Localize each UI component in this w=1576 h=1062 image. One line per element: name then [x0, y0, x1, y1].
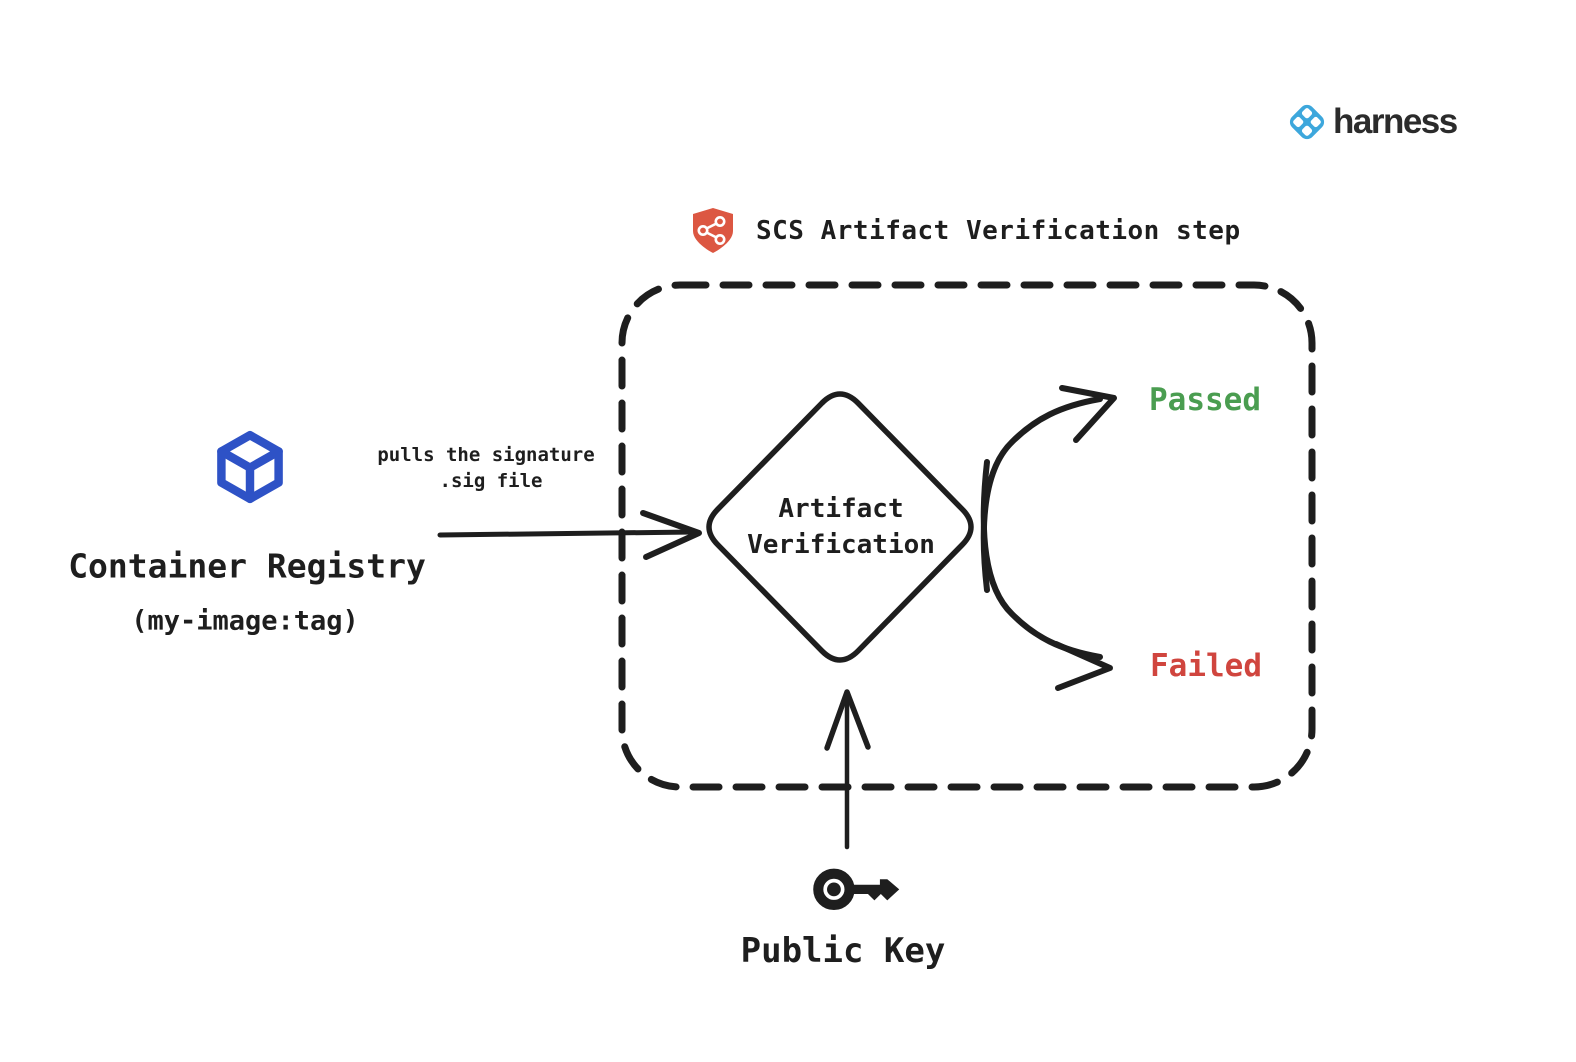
- decision-label-line1: Artifact: [778, 494, 904, 524]
- harness-logo: harness: [1286, 101, 1458, 143]
- artifact-verification-diamond: [706, 391, 974, 663]
- pull-signature-arrow: [437, 529, 697, 538]
- harness-wordmark: harness: [1333, 102, 1458, 141]
- outcome-passed-label: Passed: [1149, 382, 1261, 418]
- edge-label-line2: .sig file: [439, 470, 543, 492]
- edge-label-line1: pulls the signature: [377, 444, 595, 466]
- harness-logo-icon: [1289, 104, 1325, 140]
- scs-shield-icon: [693, 208, 733, 253]
- passed-branch-curve: [980, 396, 1103, 593]
- decision-label-line2: Verification: [747, 530, 935, 560]
- public-key-arrowhead: [824, 689, 871, 751]
- container-registry-icon: [217, 430, 283, 504]
- image-tag-label: (my-image:tag): [131, 605, 359, 637]
- public-key-label: Public Key: [740, 931, 946, 971]
- passed-arrowhead: [1059, 385, 1117, 443]
- container-registry-label: Container Registry: [68, 546, 426, 586]
- outcome-failed-label: Failed: [1150, 648, 1262, 684]
- step-title: SCS Artifact Verification step: [756, 216, 1241, 246]
- failed-arrowhead: [1053, 641, 1113, 691]
- pull-signature-arrowhead: [640, 510, 702, 560]
- failed-branch-curve: [980, 459, 1103, 660]
- public-key-icon: [813, 868, 900, 911]
- verification-step-boundary: [618, 281, 1316, 791]
- step-title-row: SCS Artifact Verification step: [688, 205, 1241, 257]
